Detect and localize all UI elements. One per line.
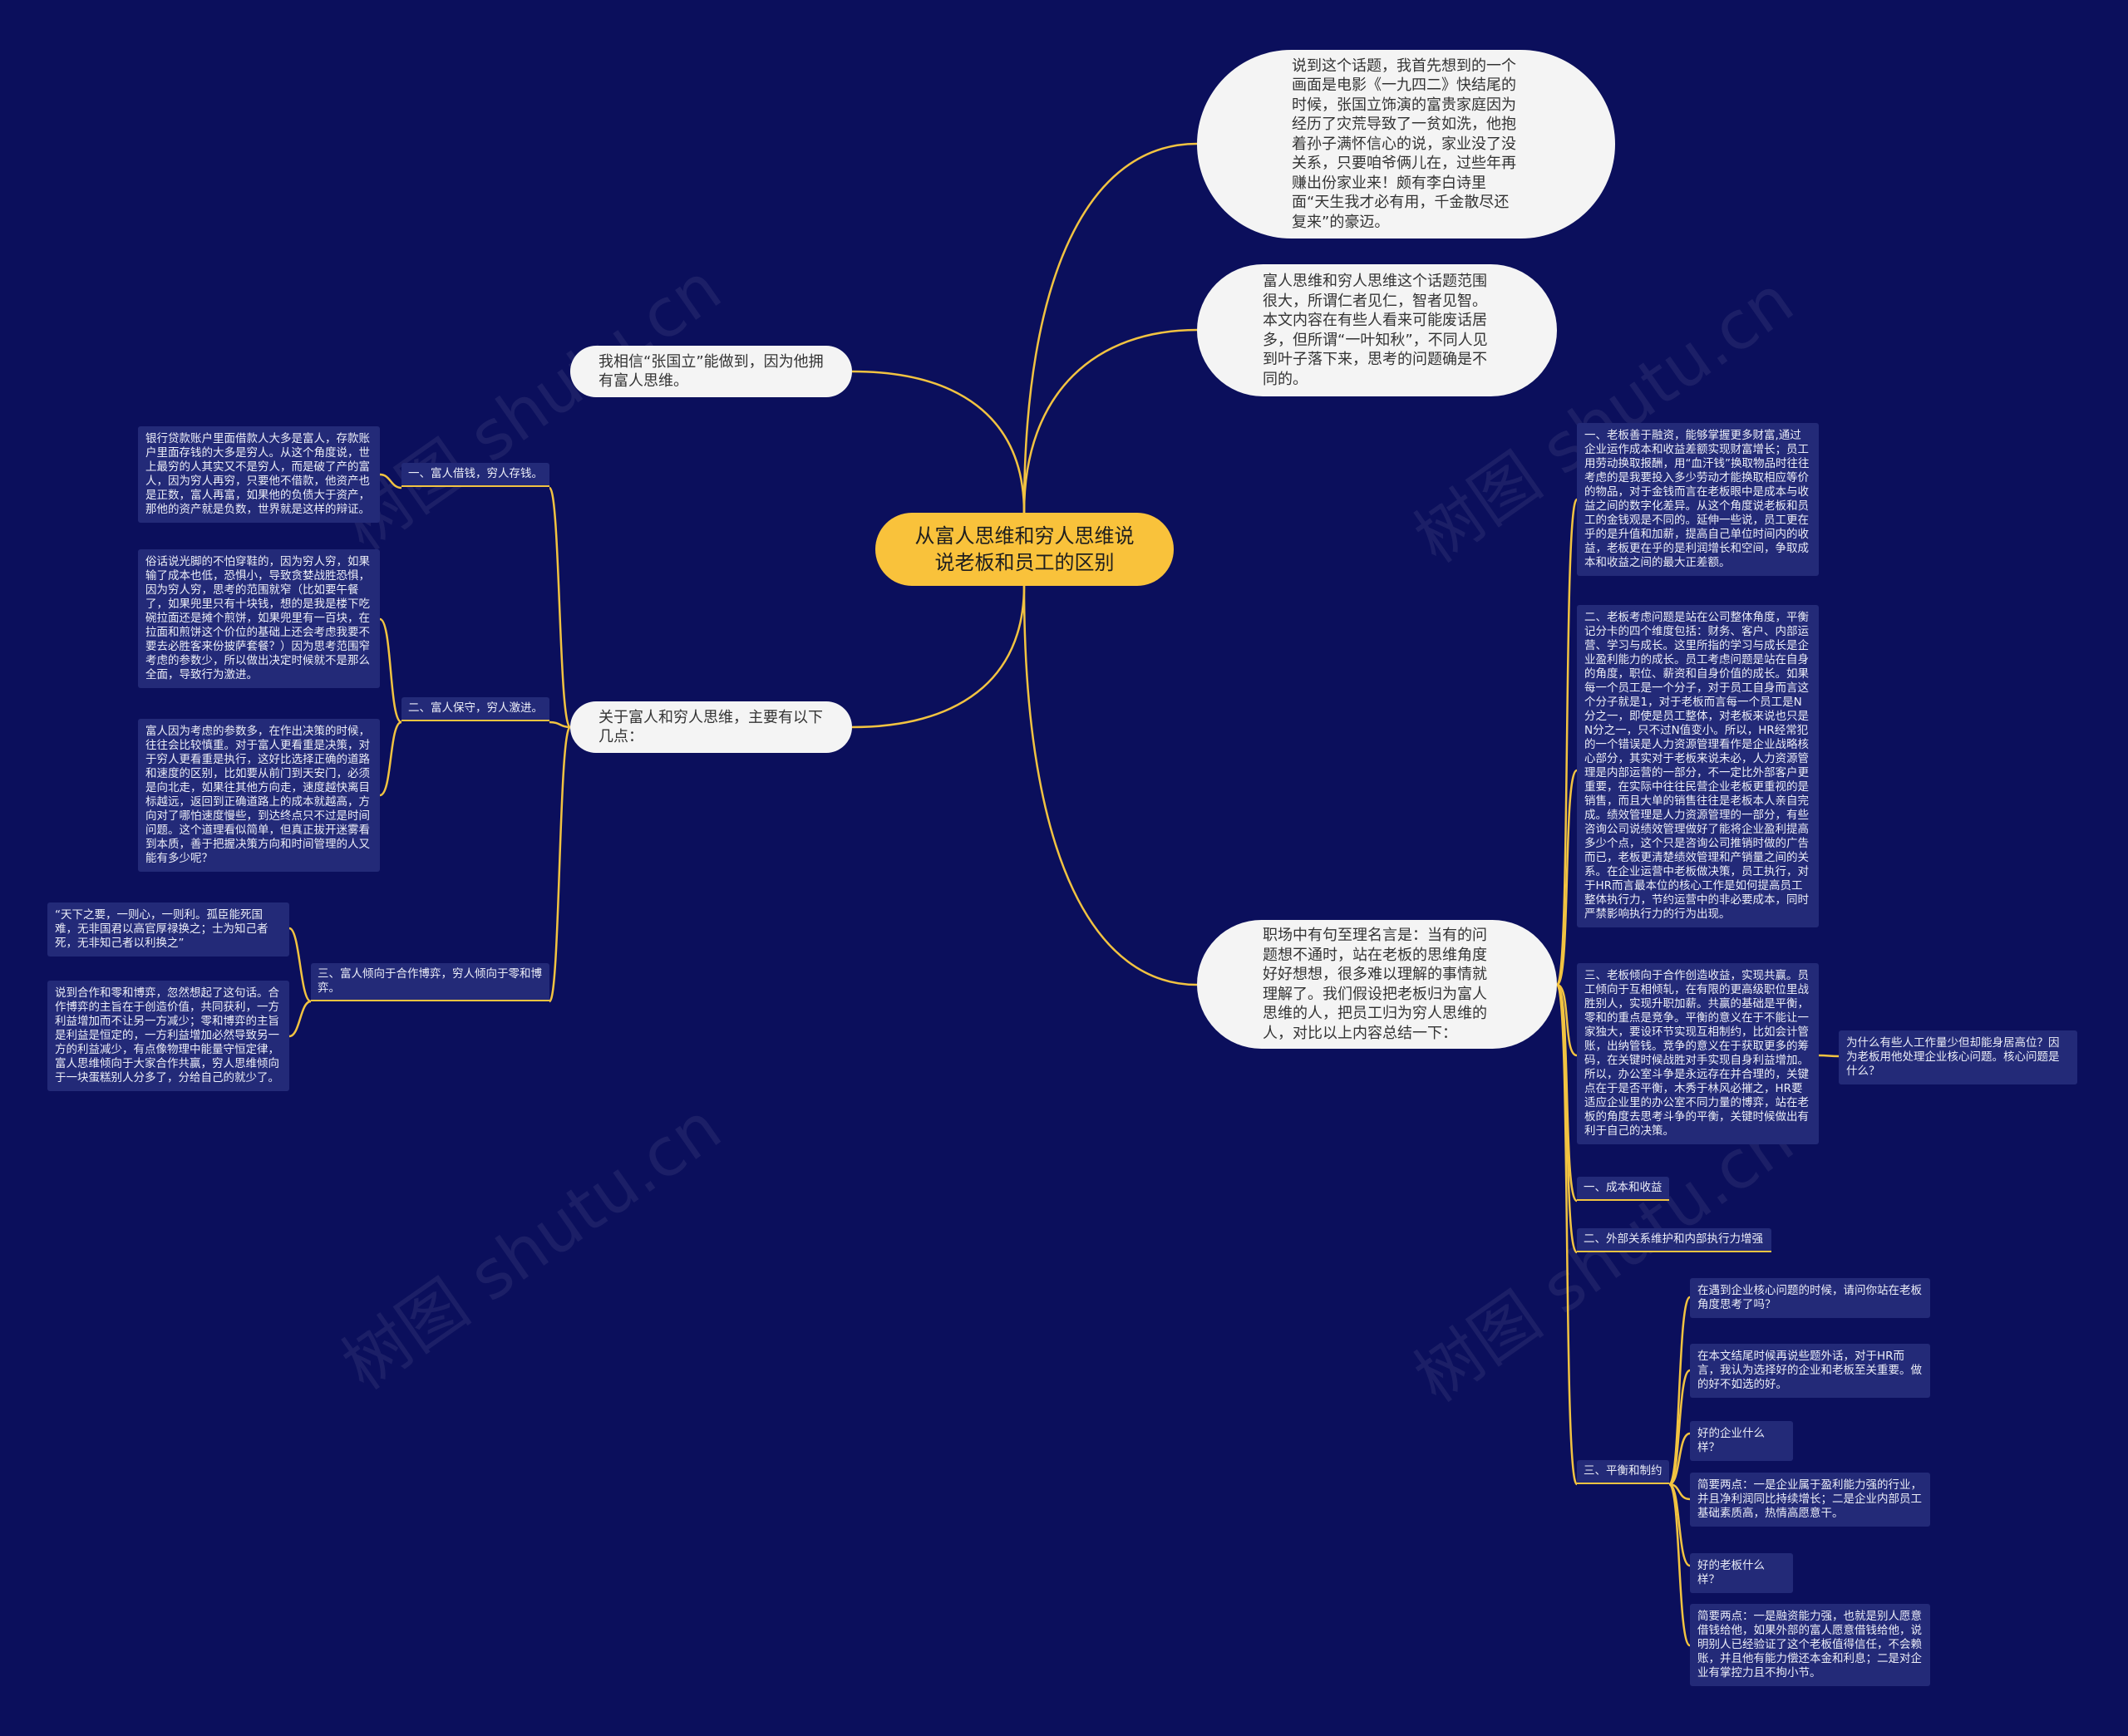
connector: [1556, 983, 1578, 1057]
balance-child[interactable]: 简要两点：一是企业属于盈利能力强的行业，并且净利润同比持续增长；二是企业内部员工…: [1690, 1473, 1930, 1527]
workplace-item[interactable]: 一、成本和收益: [1577, 1177, 1669, 1201]
detail-note[interactable]: 富人因为考虑的参数多，在作出决策的时候，往往会比较慎重。对于富人更看重是决策，对…: [138, 719, 380, 872]
connector: [851, 585, 1026, 729]
connector: [549, 720, 571, 729]
topic-scope[interactable]: 富人思维和穷人思维这个话题范围很大，所谓仁者见仁，智者见智。本文内容在有些人看来…: [1197, 264, 1557, 396]
connector: [1818, 1054, 1840, 1058]
connector: [1668, 1432, 1691, 1486]
topic-movie-anecdote[interactable]: 说到这个话题，我首先想到的一个画面是电影《一九四二》快结尾的时候，张国立饰演的富…: [1197, 50, 1615, 239]
topic-belief[interactable]: 我相信“张国立”能做到，因为他拥有富人思维。: [570, 346, 852, 397]
workplace-item[interactable]: 一、老板善于融资，能够掌握更多财富,通过企业运作成本和收益差额实现财富增长；员工…: [1577, 423, 1819, 576]
connector: [379, 617, 402, 724]
connector: [288, 927, 312, 1003]
connector: [1022, 142, 1198, 514]
connector: [1555, 498, 1579, 986]
workplace-item[interactable]: 三、平衡和制约: [1577, 1460, 1669, 1484]
connector: [1667, 1483, 1692, 1647]
workplace-item[interactable]: 二、外部关系维护和内部执行力增强: [1577, 1228, 1771, 1252]
workplace-item[interactable]: 二、老板考虑问题是站在公司整体角度，平衡记分卡的四个维度包括：财务、客户、内部运…: [1577, 605, 1819, 927]
connector: [1022, 585, 1198, 986]
balance-child[interactable]: 好的老板什么样？: [1690, 1553, 1793, 1593]
connector: [379, 473, 402, 489]
detail-note[interactable]: 银行贷款账户里面借款人大多是富人，存款账户里面存钱的大多是穷人。从这个角度说，世…: [138, 426, 380, 523]
subtopic-label[interactable]: 一、富人借钱，穷人存钱。: [401, 463, 549, 487]
connector: [379, 720, 402, 797]
topic-workplace[interactable]: 职场中有句至理名言是：当有的问题想不通时，站在老板的思维角度好好想想，很多难以理…: [1197, 920, 1557, 1049]
connector: [1555, 983, 1579, 1486]
connector: [1022, 328, 1198, 514]
detail-note[interactable]: 俗话说光脚的不怕穿鞋的，因为穷人穷，如果输了成本也低，恐惧小，导致贪婪战胜恐惧，…: [138, 549, 380, 688]
balance-child[interactable]: 在本文结尾时候再说些题外话，对于HR而言，我认为选择好的企业和老板至关重要。做的…: [1690, 1344, 1930, 1398]
connector: [1667, 1369, 1691, 1486]
detail-note[interactable]: “天下之要，一则心，一则利。孤臣能死国难，无非国君以高官厚禄换之；士为知己者死，…: [47, 902, 289, 957]
connector: [548, 486, 572, 729]
topic-key-points[interactable]: 关于富人和穷人思维，主要有以下几点：: [570, 701, 852, 753]
detail-note[interactable]: 说到合作和零和博弈，忽然想起了这句话。合作博弈的主旨在于创造价值，共同获利，一方…: [47, 981, 289, 1091]
connector: [288, 1000, 312, 1038]
subtopic-label[interactable]: 三、富人倾向于合作博弈，穷人倾向于零和博弈。: [311, 963, 549, 1001]
balance-child[interactable]: 在遇到企业核心问题的时候，请问你站在老板角度思考了吗？: [1690, 1278, 1930, 1318]
balance-child[interactable]: 好的企业什么样？: [1690, 1421, 1793, 1461]
central-topic[interactable]: 从富人思维和穷人思维说说老板和员工的区别: [875, 513, 1174, 586]
workplace-item-child[interactable]: 为什么有些人工作量少但却能身居高位？因为老板用他处理企业核心问题。核心问题是什么…: [1839, 1030, 2077, 1084]
connector: [1555, 769, 1579, 986]
connector: [851, 370, 1026, 514]
workplace-item[interactable]: 三、老板倾向于合作创造收益，实现共赢。员工倾向于互相倾轧，在有限的更高级职位里战…: [1577, 963, 1819, 1144]
subtopic-label[interactable]: 二、富人保守，穷人激进。: [401, 697, 549, 721]
connector: [548, 725, 572, 1003]
balance-child[interactable]: 简要两点：一是融资能力强，也就是别人愿意借钱给他，如果外部的富人愿意借钱给他，说…: [1690, 1604, 1930, 1686]
